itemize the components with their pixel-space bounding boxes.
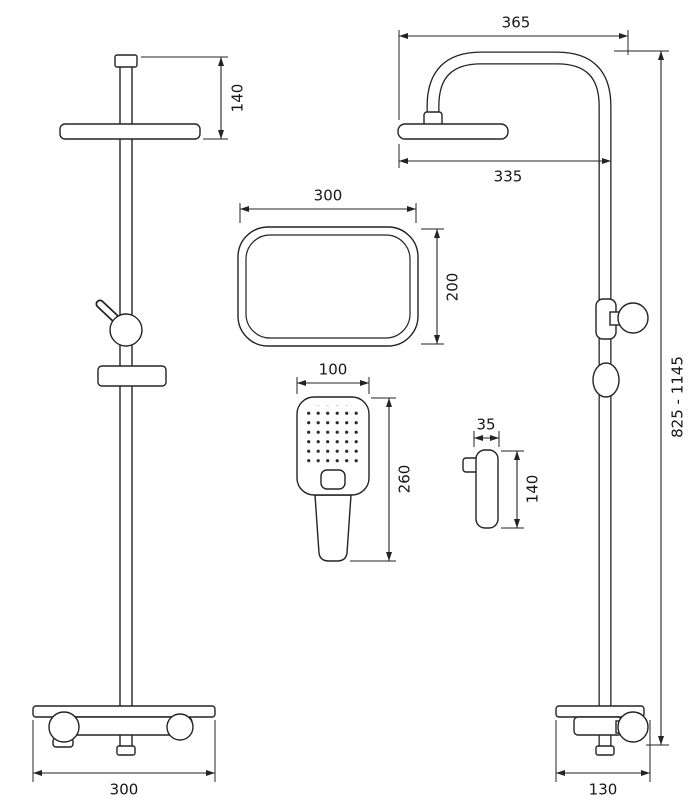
hand-shower-view (296, 396, 370, 562)
mixer-lever (97, 301, 120, 323)
side-view (397, 51, 649, 756)
head-top-view (237, 226, 419, 347)
overhead-shower-plate-front (59, 123, 201, 140)
mixer-body-side (573, 716, 623, 736)
left-knob-front (48, 711, 80, 743)
dim-holder-width: 35 (473, 416, 500, 447)
dim-label-side-arm-width: 365 (502, 14, 531, 32)
head-nozzle-field (245, 234, 411, 339)
hand-shower-nozzle-field (305, 405, 361, 465)
mixer-handle-front (109, 313, 143, 347)
dim-label-column-height: 825 - 1145 (669, 356, 687, 438)
knob-side (617, 711, 649, 743)
dim-front-base-width: 300 (32, 720, 216, 799)
riser-bottom-cap-front (116, 745, 136, 756)
dim-hand-shower-height: 260 (350, 397, 414, 562)
dim-label-hand-shower-width: 100 (319, 361, 348, 379)
dim-label-holder-width: 35 (476, 416, 495, 434)
dim-column-height: 825 - 1145 (614, 50, 687, 746)
dim-label-front-head-height: 140 (229, 84, 247, 113)
riser-bottom-cap-side (595, 745, 615, 756)
front-view (32, 54, 216, 756)
dim-label-side-head-width: 335 (494, 168, 523, 186)
soap-shelf-front (97, 365, 167, 387)
dim-label-head-top-width: 300 (314, 187, 343, 205)
dim-side-head-width: 335 (398, 144, 611, 186)
dim-holder-height: 140 (501, 450, 542, 529)
diverter-knob-side (617, 302, 649, 334)
dim-side-base-width: 130 (555, 720, 651, 799)
dim-side-arm-width: 365 (398, 14, 629, 120)
dim-label-hand-shower-height: 260 (396, 465, 414, 494)
dim-label-head-top-depth: 200 (444, 273, 462, 302)
dim-head-top-depth: 200 (421, 228, 462, 345)
holder-view (462, 449, 499, 529)
dimensions: 140 300 300 200 100 (32, 14, 687, 799)
hand-shower-mode-button (320, 469, 346, 490)
dim-head-top-width: 300 (239, 187, 417, 223)
dim-label-side-base-width: 130 (589, 781, 618, 799)
overhead-shower-plate-side (397, 123, 509, 140)
right-knob-front (166, 713, 194, 741)
dim-front-head-height: 140 (141, 56, 247, 140)
dim-label-holder-height: 140 (524, 475, 542, 504)
dim-label-front-base-width: 300 (110, 781, 139, 799)
riser-pipe-front (119, 57, 133, 753)
dim-hand-shower-width: 100 (296, 361, 370, 394)
gooseneck-pipe-outline (426, 51, 612, 752)
holder-body (475, 449, 499, 529)
hand-shower-handle (314, 494, 352, 562)
gooseneck-pipe (427, 52, 611, 752)
riser-top-cap-front (114, 54, 138, 68)
handshower-holder-side (592, 362, 620, 398)
